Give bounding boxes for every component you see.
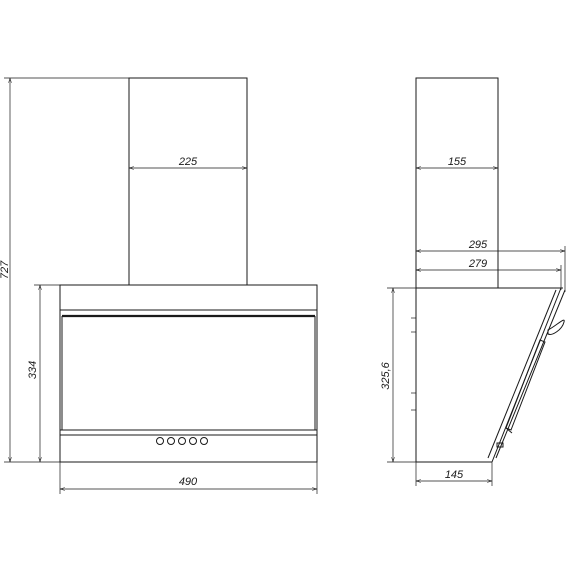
control-button: [167, 437, 175, 445]
dim-label-490: 490: [179, 476, 198, 488]
side-panel-front: [495, 289, 566, 459]
side-handle: [547, 319, 565, 335]
side-visor-lip: [505, 427, 513, 434]
front-body: [59, 284, 318, 463]
side-visor: [505, 339, 546, 431]
dim-label-225: 225: [178, 156, 198, 168]
side-bottom-fitting: [496, 442, 504, 448]
control-buttons: [156, 437, 208, 445]
side-chimney: [415, 77, 499, 289]
front-view: 225 727 334 490: [0, 77, 318, 494]
dim-label-295: 295: [468, 239, 488, 251]
dim-label-145: 145: [445, 469, 464, 481]
side-view: 155 295 279 325,6 145: [380, 77, 566, 486]
front-chimney: [128, 77, 248, 286]
side-panel-inner: [487, 289, 557, 459]
dim-label-727: 727: [0, 260, 11, 279]
dim-label-3256: 325,6: [380, 361, 392, 389]
dim-label-155: 155: [448, 156, 467, 168]
dim-label-279: 279: [468, 258, 487, 270]
control-button: [156, 437, 164, 445]
control-button: [189, 437, 197, 445]
dim-label-334: 334: [27, 361, 39, 379]
control-button: [200, 437, 208, 445]
control-button: [178, 437, 186, 445]
